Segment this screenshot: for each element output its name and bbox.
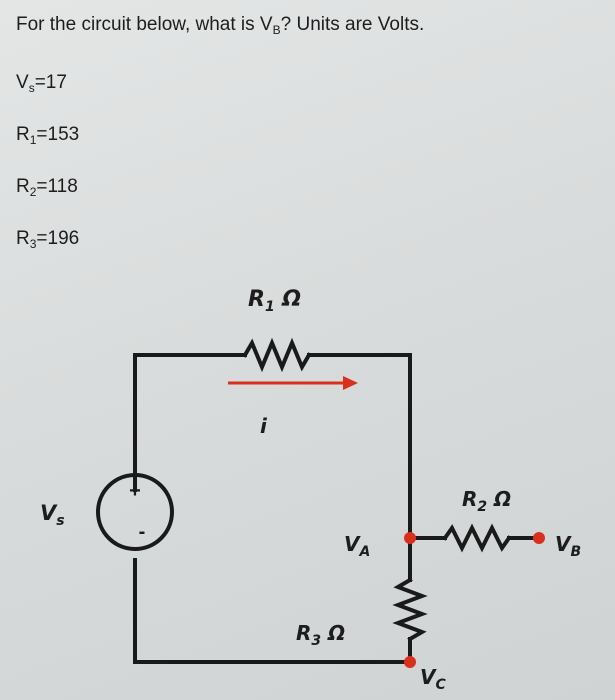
param-r3: R3=196: [16, 228, 80, 251]
param-r2: R2=118: [16, 176, 78, 199]
voltage-source: [96, 473, 174, 551]
va-label: VA: [344, 532, 370, 560]
question-text: For the circuit below, what is VB? Units…: [16, 14, 425, 37]
r2-resistor: [442, 523, 512, 553]
bottom-wire: [133, 558, 412, 664]
r1-resistor: [242, 337, 312, 373]
vb-label: VB: [555, 532, 581, 560]
current-arrowhead: [343, 376, 358, 390]
top-left-wire: [133, 353, 247, 492]
param-vs: Vs=17: [16, 72, 67, 95]
source-plus-sign: +: [129, 480, 141, 502]
vs-label: Vs: [40, 501, 65, 529]
r1-label: R1 Ω: [248, 287, 301, 315]
node-va: [404, 532, 416, 544]
vc-label: VC: [420, 665, 446, 693]
param-r1: R1=153: [16, 124, 80, 147]
current-label: i: [260, 414, 268, 438]
r3-resistor: [392, 577, 428, 642]
node-vc: [404, 656, 416, 668]
r3-label: R3 Ω: [296, 621, 345, 649]
top-right-wire: [307, 353, 412, 540]
source-minus-sign: -: [139, 521, 146, 543]
node-vb: [533, 532, 545, 544]
r2-label: R2 Ω: [462, 487, 511, 515]
circuit-wires: [133, 337, 539, 664]
